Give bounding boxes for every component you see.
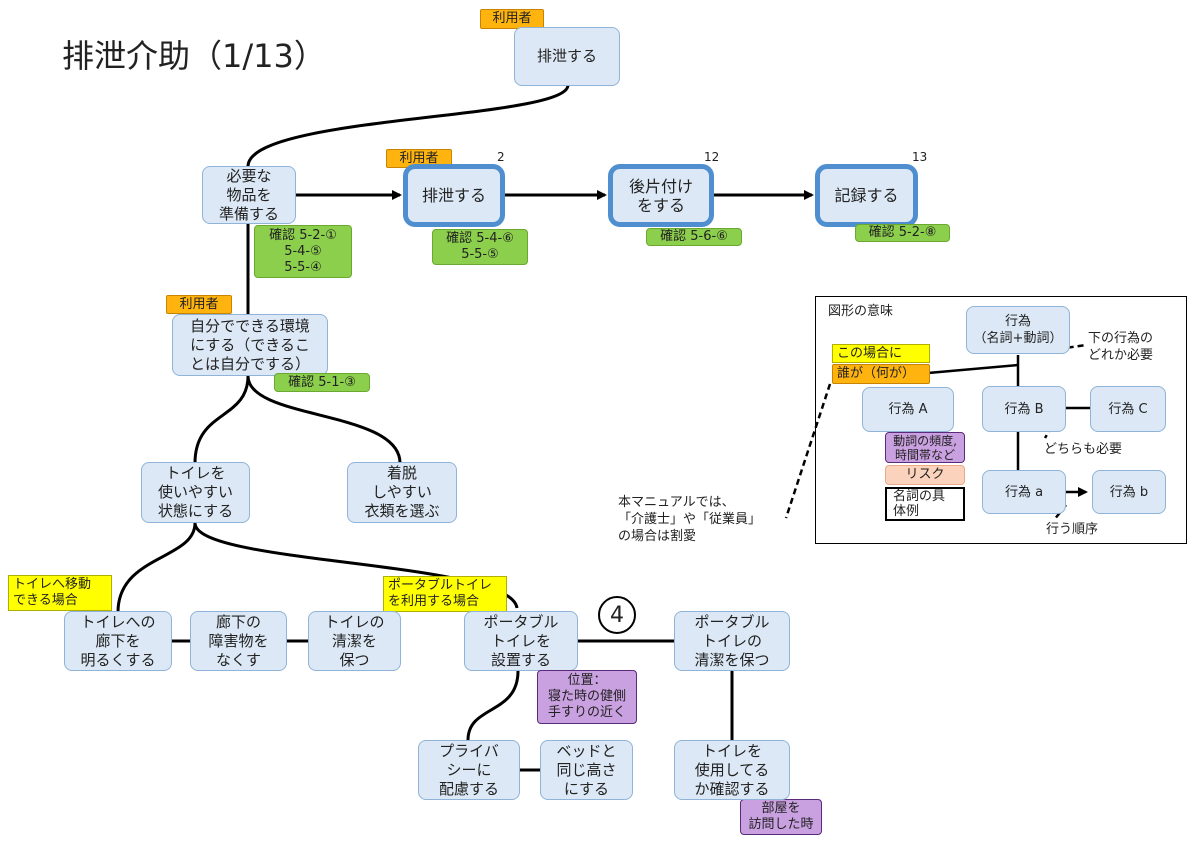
confirm-excrete: 確認 5-4-⑥ 5-5-⑤: [432, 229, 528, 265]
legend-action-b: 行為 B: [982, 386, 1066, 432]
legend-action-c: 行為 C: [1090, 386, 1166, 432]
node-toilet-clean[interactable]: トイレの 清潔を 保つ: [308, 611, 401, 671]
condition-toilet-move: トイレへ移動 できる場合: [8, 575, 112, 611]
legend-who: 誰が（何が）: [832, 364, 930, 384]
node-toilet-check[interactable]: トイレを 使用してる か確認する: [674, 740, 790, 800]
legend-both-required: どちらも必要: [1044, 442, 1123, 457]
legend-action-a: 行為 A: [862, 387, 954, 432]
user-tag-excrete: 利用者: [386, 149, 452, 168]
legend-action-a-small: 行為 a: [982, 470, 1066, 514]
legend-order: 行う順序: [1046, 522, 1099, 537]
circled-number-value: 4: [610, 602, 624, 628]
confirm-prepare: 確認 5-2-① 5-4-⑤ 5-5-④: [254, 225, 352, 278]
legend-condition: この場合に: [832, 344, 930, 363]
confirm-environment: 確認 5-1-③: [274, 373, 370, 392]
legend-example: 名詞の具 体例: [885, 487, 965, 521]
legend-manual-note: 本マニュアルでは、 「介護士」や「従業員」 の場合は割愛: [618, 495, 762, 544]
node-prepare[interactable]: 必要な 物品を 準備する: [202, 166, 296, 224]
user-tag-environment: 利用者: [166, 295, 232, 314]
node-excrete-top[interactable]: 排泄する: [514, 27, 620, 86]
legend-risk: リスク: [885, 465, 965, 485]
legend-action: 行為 （名詞+動詞）: [966, 306, 1070, 354]
note-room-visit: 部屋を 訪問した時: [740, 799, 822, 835]
page-title: 排泄介助（1/13）: [62, 37, 326, 75]
node-bed-height[interactable]: ベッドと 同じ高さ にする: [540, 740, 633, 800]
node-portable-place[interactable]: ポータブル トイレを 設置する: [464, 611, 578, 671]
node-toilet-easy[interactable]: トイレを 使いやすい 状態にする: [141, 462, 250, 523]
step-number-record: 13: [912, 150, 928, 164]
node-privacy[interactable]: プライバ シーに 配慮する: [418, 740, 520, 800]
node-excrete[interactable]: 排泄する: [403, 164, 505, 227]
node-corridor-obstacle[interactable]: 廊下の 障害物を なくす: [190, 611, 287, 671]
confirm-cleanup: 確認 5-6-⑥: [646, 228, 742, 246]
circled-number: 4: [598, 596, 636, 634]
note-position: 位置： 寝た時の健側 手すりの近く: [537, 670, 637, 724]
legend-title: 図形の意味: [828, 304, 894, 319]
legend-frequency: 動詞の頻度, 時間帯など: [885, 432, 965, 463]
node-environment[interactable]: 自分でできる環境 にする（できるこ とは自分でする）: [172, 314, 328, 376]
node-corridor-light[interactable]: トイレへの 廊下を 明るくする: [64, 611, 172, 671]
confirm-record: 確認 5-2-⑧: [855, 224, 950, 242]
step-number-excrete: 2: [497, 150, 505, 164]
node-portable-clean[interactable]: ポータブル トイレの 清潔を保つ: [674, 611, 790, 671]
user-tag-top: 利用者: [480, 9, 544, 29]
step-number-cleanup: 12: [704, 150, 720, 164]
condition-portable: ポータブルトイレ を利用する場合: [383, 576, 507, 612]
node-cleanup[interactable]: 後片付け をする: [608, 164, 714, 227]
legend-action-b-small: 行為 b: [1092, 470, 1166, 514]
legend-one-of: 下の行為の どれか必要: [1088, 331, 1154, 363]
node-clothes[interactable]: 着脱 しやすい 衣類を選ぶ: [347, 462, 457, 523]
